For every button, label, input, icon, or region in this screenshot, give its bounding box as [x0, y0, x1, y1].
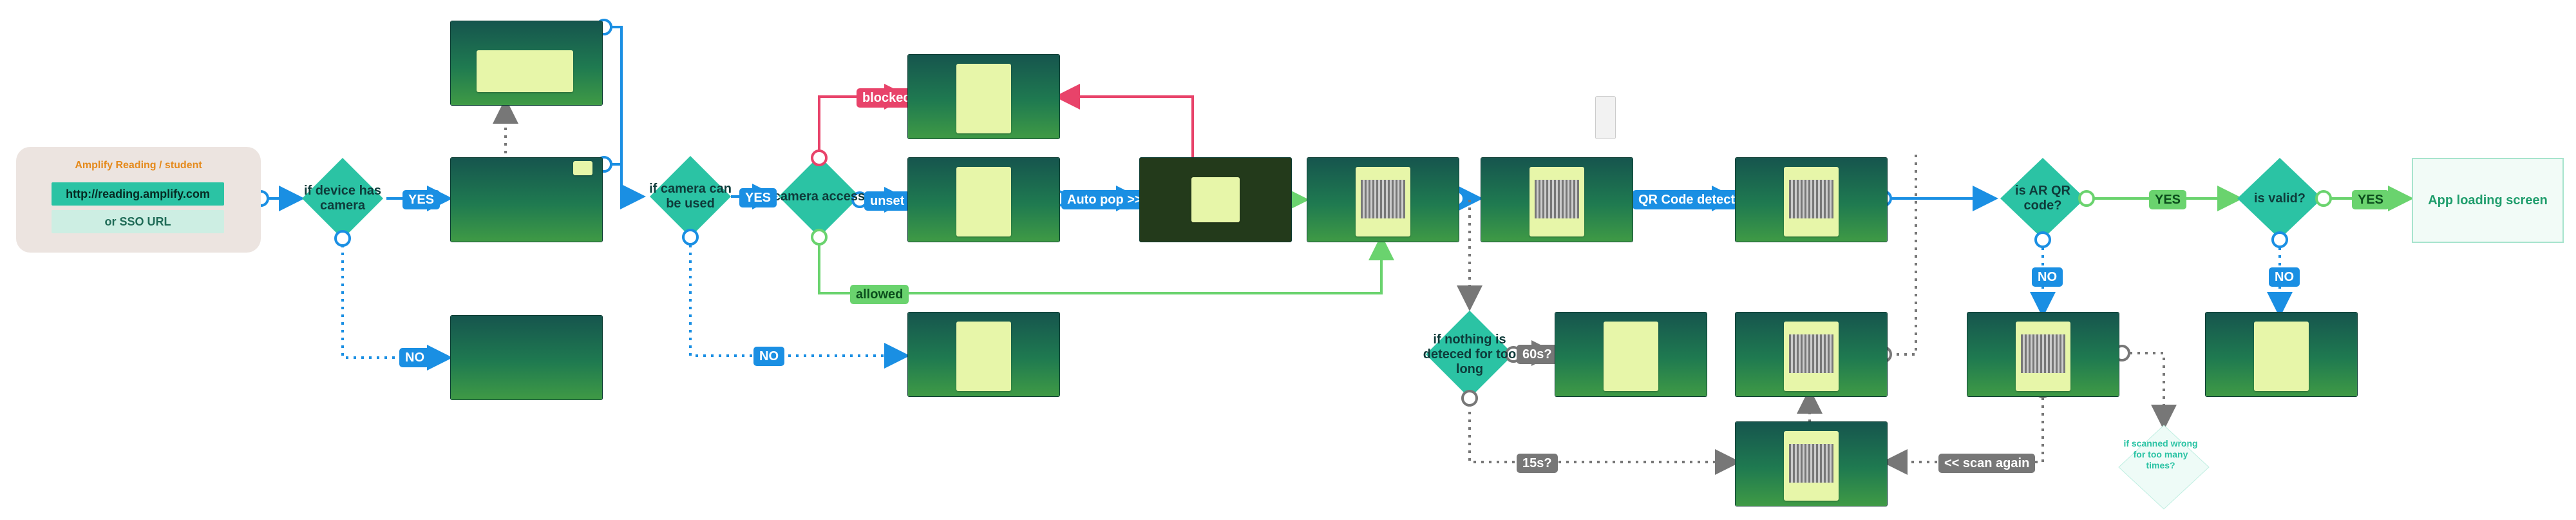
label-yes-ar: YES [2149, 190, 2187, 209]
label-no-valid: NO [2269, 267, 2300, 287]
url-button[interactable]: http://reading.amplify.com [52, 182, 224, 206]
edge-no-usable [689, 237, 910, 369]
edge-15s [1468, 396, 1741, 475]
label-15s: 15s? [1517, 454, 1558, 473]
start-box: Amplify Reading / student http://reading… [16, 147, 261, 253]
label-no-usable: NO [753, 347, 784, 366]
sso-button[interactable]: or SSO URL [52, 210, 224, 233]
label-yes-valid: YES [2352, 190, 2390, 209]
screen-scanner-bottom [1736, 422, 1887, 506]
screen-scanner-2 [1481, 158, 1633, 242]
edge-wrong-times [2122, 352, 2177, 430]
screen-scanning-help [1555, 313, 1707, 396]
decision-valid: is valid? [2253, 191, 2306, 206]
note-diamond [2118, 425, 2210, 510]
wrong-scan-note: if scanned wrong for too many times? [2123, 438, 2198, 470]
label-blocked: blocked [857, 88, 917, 108]
decision-camera-access: camera access [773, 189, 866, 204]
label-no-ar: NO [2032, 267, 2063, 287]
label-60s: 60s? [1517, 345, 1558, 364]
decision-ar-qr: is AR QR code? [2015, 184, 2070, 213]
diamond-nothing-detected [1426, 311, 1513, 398]
screen-student-home-no-camera [451, 316, 602, 400]
edge-top-screen [604, 26, 623, 164]
screen-login-popup [451, 21, 602, 105]
label-unset: unset [864, 191, 911, 211]
label-no-camera: NO [399, 348, 430, 367]
label-auto-pop: Auto pop >> [1061, 190, 1148, 209]
decision-shapes [302, 156, 2322, 510]
screen-scanner-lower [1736, 313, 1887, 396]
decision-camera-device: if device has camera [303, 184, 382, 213]
diamond-camera-access [779, 156, 860, 237]
edge-no-camera [341, 237, 453, 371]
screen-camera-unavailable [908, 313, 1059, 396]
screen-camera-prompt [908, 158, 1059, 242]
start-title: Amplify Reading / student [75, 160, 202, 171]
screen-not-ar-code [1967, 313, 2119, 396]
diamond-camera-device [302, 158, 383, 239]
screen-qr-thumb [1596, 97, 1615, 139]
screen-scanner-3 [1736, 158, 1887, 242]
screen-scanner-1 [1307, 158, 1459, 242]
diamond-ar-qr [2000, 158, 2085, 239]
diamond-camera-usable [650, 156, 731, 237]
edge-scan-again [1882, 390, 2044, 475]
label-qr-detected: QR Code detected [1633, 190, 1756, 209]
decision-nothing-detected: if nothing is deteced for too long [1423, 332, 1517, 376]
label-scan-again: << scan again [1938, 454, 2036, 473]
diamond-valid [2237, 158, 2322, 239]
label-allowed: allowed [850, 285, 909, 304]
screen-invalid-code [2206, 313, 2357, 396]
edge-dotted-right-vert [1884, 155, 1917, 356]
label-yes-usable: YES [739, 188, 777, 207]
label-yes-camera: YES [402, 190, 440, 209]
screen-permission-popup [1140, 158, 1291, 242]
edge-screen-to-usable [604, 163, 646, 209]
edge-allowed [818, 235, 1394, 294]
screen-camera-blocked [908, 55, 1059, 139]
app-loading-box: App loading screen [2412, 158, 2564, 243]
screen-student-home [451, 158, 602, 242]
decision-camera-usable: if camera can be used [649, 182, 732, 211]
